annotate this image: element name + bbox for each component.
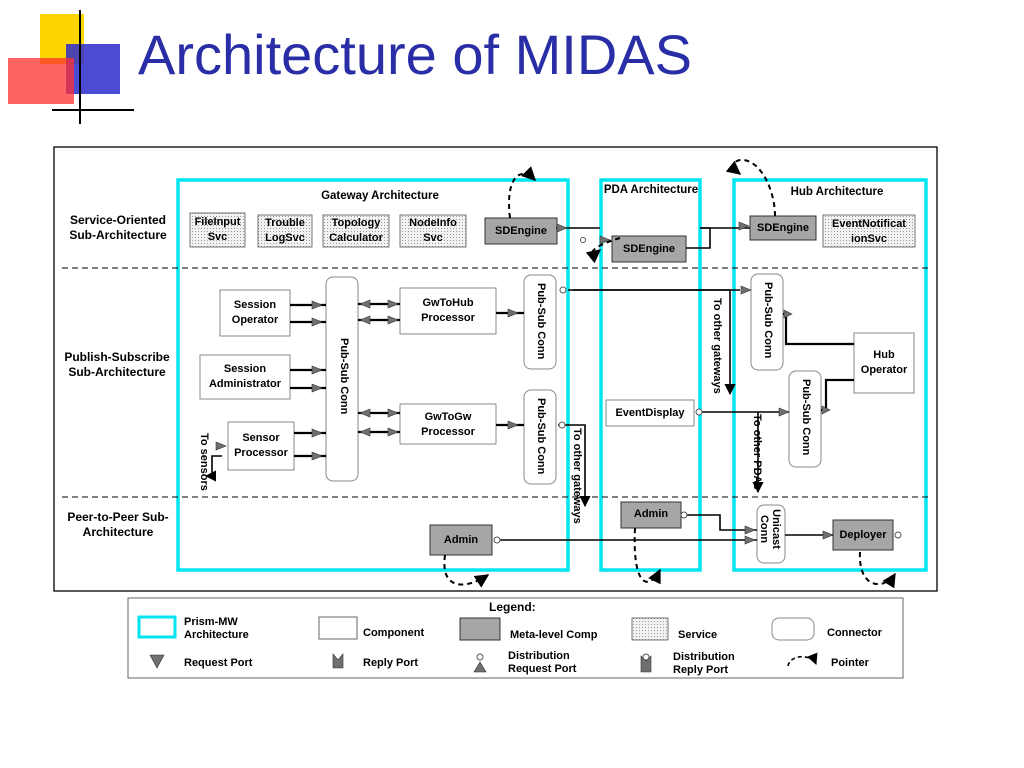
to-other-gateways-label-upper: To other gateways [711,298,723,394]
legend-component-label: Component [363,627,425,639]
legend-request-port-icon [149,654,165,669]
legend-box [127,597,904,679]
sdengine-pda-label: SDEngine [623,243,675,255]
pubsub-connector-gwtohub [523,274,557,370]
pubsub-connector-hub-upper [750,273,784,371]
legend-dist-reply-label: Distribution Reply Port [673,651,735,676]
nodeinfo-svc [399,214,467,248]
legend-request-port-label: Request Port [184,657,253,669]
hub-architecture-boundary [732,178,928,572]
pubsub-connector-gwtogw [523,389,557,485]
gwtohub-processor [399,287,497,335]
session-administrator [199,354,291,400]
legend-dist-reply-icon [640,653,652,673]
sdengine-gateway [484,217,558,245]
legend-prism-label: Prism-MW Architecture [184,616,249,641]
eventnotification-svc [822,214,916,248]
legend-connector-label: Connector [827,627,882,639]
legend-prism-swatch [137,615,177,639]
legend-service-swatch [631,617,669,641]
session-administrator-label: Session Administrator [208,363,282,390]
ports [215,221,834,545]
pubsub-connector-main [325,276,359,482]
unicast-connector [756,504,786,564]
gwtogw-processor-label: GwToGw Processor [421,411,475,438]
sensor-processor [227,421,295,471]
legend-pointer-label: Pointer [831,657,869,669]
to-sensors-label: To sensors [198,433,210,491]
legend-service-label: Service [678,629,718,641]
sdengine-gateway-label: SDEngine [495,225,547,237]
hub-section-title: Hub Architecture [790,186,884,198]
to-other-pdas-label: To other PDAs [751,414,763,490]
gateway-section-title: Gateway Architecture [321,190,439,202]
trouble-logsvc [257,214,313,248]
distribution-ports [493,237,902,544]
legend-dist-request-icon [473,653,487,673]
legend-title: Legend: [489,600,536,614]
to-other-gateways-label-lower: To other gateways [571,428,583,524]
legend-reply-port-label: Reply Port [363,657,419,669]
eventnotification-svc-label: EventNotificat ionSvc [832,218,906,245]
pubsub-connector-gwtogw-label: Pub-Sub Conn [535,398,547,475]
event-display-label: EventDisplay [615,407,685,419]
slide-logo [8,10,134,124]
pointer-arrows [443,158,896,589]
admin-gateway-label: Admin [443,534,479,546]
row-label-p2p: Peer-to-Peer Sub-Architecture [67,510,169,539]
diagram-frame [53,146,938,592]
legend-reply-port-icon [332,653,344,669]
gwtohub-processor-label: GwToHub Processor [421,297,475,324]
pubsub-connector-hub-lower-label: Pub-Sub Conn [800,379,812,456]
session-operator [219,289,291,337]
pubsub-connector-gwtohub-label: Pub-Sub Conn [535,283,547,360]
sdengine-hub-label: SDEngine [757,222,809,234]
hub-operator-label: Hub Operator [860,349,908,376]
unicast-connector-label: Unicast Conn [758,509,782,549]
topology-calculator-label: Topology Calculator [329,217,383,244]
admin-pda-label: Admin [633,508,669,520]
deployer-label: Deployer [839,529,887,541]
pubsub-connector-main-label: Pub-Sub Conn [338,338,350,415]
network-lines [204,227,833,541]
legend-dist-request-label: Distribution Request Port [508,650,577,675]
row-label-service: Service-Oriented Sub-Architecture [69,213,167,242]
hub-operator [853,332,915,394]
admin-pda [620,501,682,529]
fileinput-svc-label: FileInput Svc [194,216,241,243]
legend-connector-swatch [771,617,815,641]
legend-meta-label: Meta-level Comp [510,629,598,641]
row-label-pubsub: Publish-Subscribe Sub-Architecture [64,350,170,379]
slide-title: Architecture of MIDAS [138,23,692,86]
topology-calculator [322,214,390,248]
sdengine-hub [749,215,817,241]
nodeinfo-svc-label: NodeInfo Svc [409,217,457,244]
sensor-processor-label: Sensor Processor [234,432,288,459]
trouble-logsvc-label: Trouble LogSvc [265,217,305,244]
pubsub-connector-hub-lower [788,370,822,468]
pubsub-connector-hub-upper-label: Pub-Sub Conn [762,282,774,359]
admin-gateway [429,524,493,556]
legend-pointer-icon [787,652,818,667]
gwtogw-processor [399,403,497,445]
sdengine-pda [611,235,687,263]
event-display [605,399,695,427]
legend-component-swatch [318,616,358,640]
gateway-architecture-boundary [176,178,570,572]
fileinput-svc [189,212,246,248]
session-operator-label: Session Operator [231,299,279,326]
pda-section-title: PDA Architecture [603,184,699,196]
legend-meta-swatch [459,617,501,641]
